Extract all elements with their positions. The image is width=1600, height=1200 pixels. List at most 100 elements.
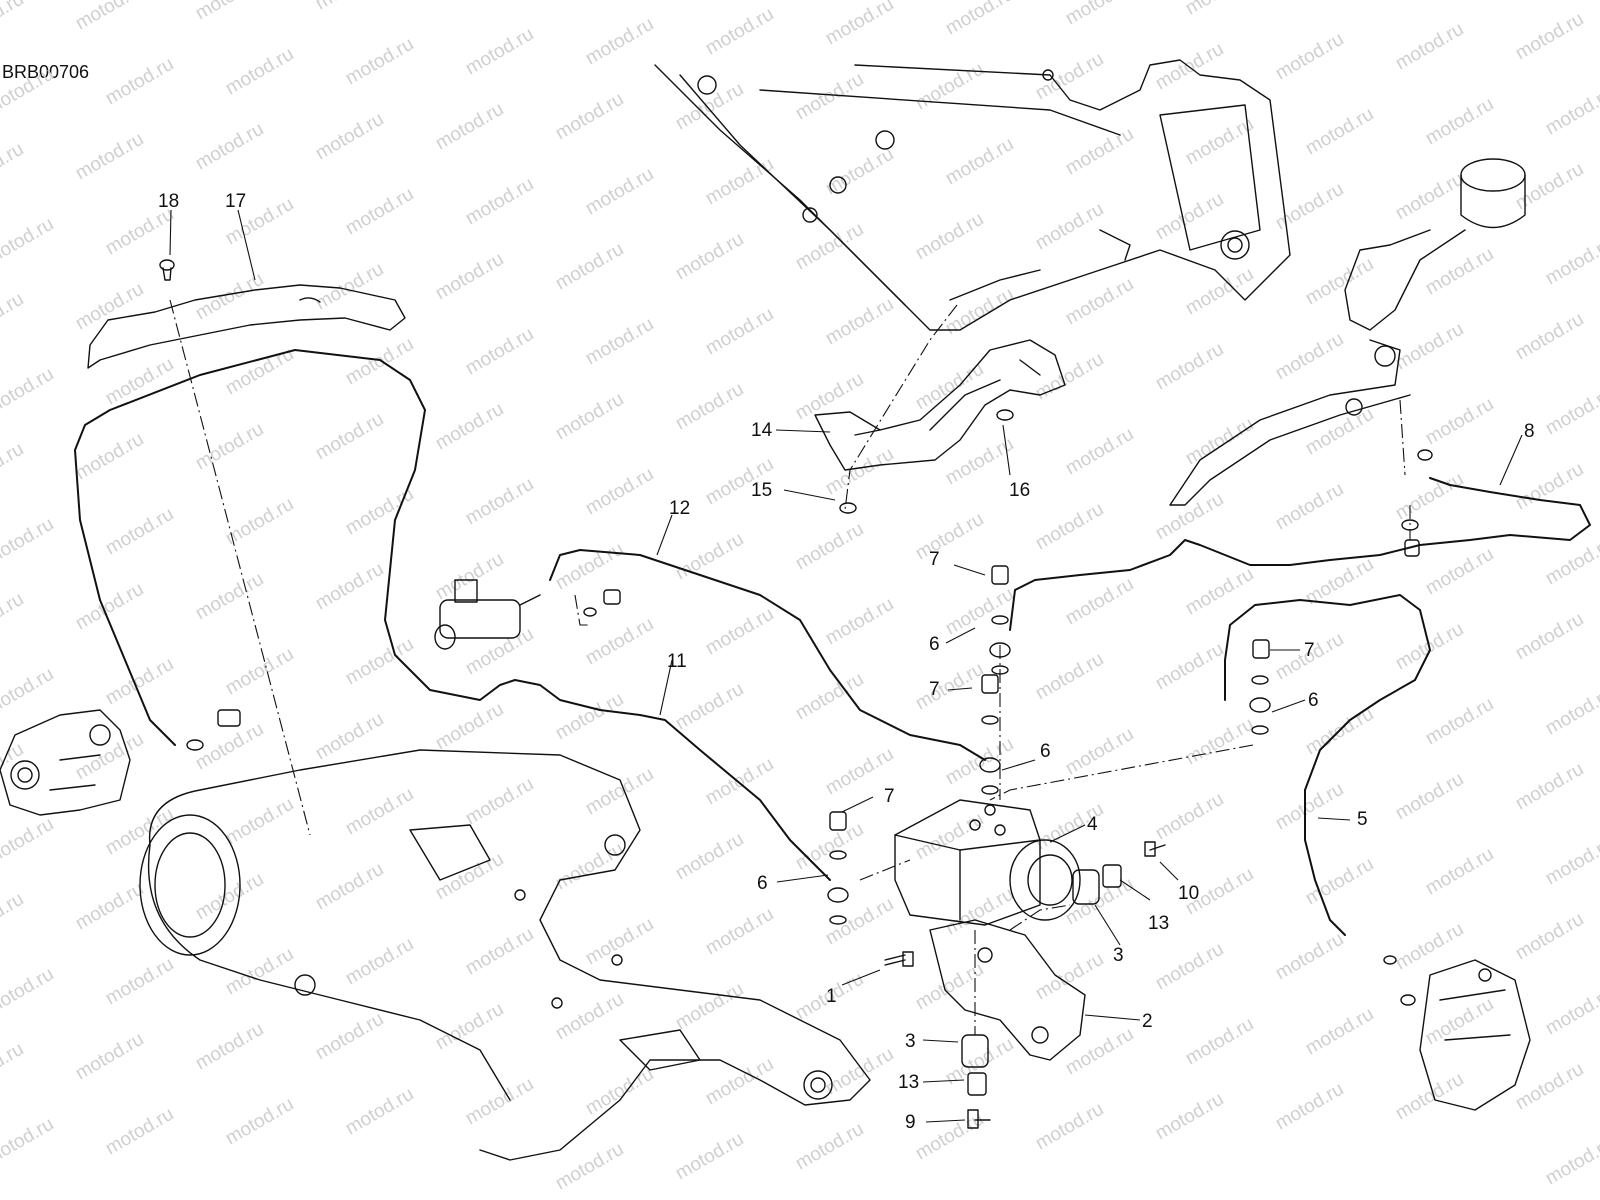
- callout-17: 17: [225, 191, 246, 212]
- watermark-text: motod.ru: [1542, 384, 1600, 440]
- abs-bracket-2: [929, 919, 1086, 1061]
- watermark-text: motod.ru: [1272, 1079, 1347, 1135]
- watermark-text: motod.ru: [1062, 424, 1137, 480]
- callout-labels: 18 17 14 15 16 8 12 11 7 6 7 6 7 6 7 6 4…: [158, 191, 1535, 1133]
- watermark-text: motod.ru: [1182, 714, 1257, 770]
- watermark-text: motod.ru: [1062, 1024, 1137, 1080]
- watermark-text: motod.ru: [192, 269, 267, 325]
- watermark-text: motod.ru: [312, 1009, 387, 1065]
- watermark-text: motod.ru: [102, 204, 177, 260]
- brake-hoses: [74, 349, 1591, 936]
- watermark-text: motod.ru: [582, 614, 657, 670]
- callout-3-right: 3: [1113, 945, 1124, 966]
- watermark-text: motod.ru: [582, 164, 657, 220]
- watermark-text: motod.ru: [552, 89, 627, 145]
- watermark-text: motod.ru: [192, 0, 267, 24]
- callout-5: 5: [1357, 809, 1368, 830]
- watermark-text: motod.ru: [582, 14, 657, 70]
- watermark-text: motod.ru: [792, 519, 867, 575]
- watermark-text: motod.ru: [1182, 0, 1257, 19]
- callout-1: 1: [826, 986, 837, 1007]
- watermark-text: motod.ru: [672, 379, 747, 435]
- callout-4: 4: [1087, 814, 1098, 835]
- watermark-text: motod.ru: [552, 989, 627, 1045]
- callout-13-right: 13: [1148, 913, 1169, 934]
- watermark-text: motod.ru: [822, 0, 897, 49]
- watermark-text: motod.ru: [582, 914, 657, 970]
- watermark-text: motod.ru: [0, 589, 27, 645]
- abs-bracket-14: [814, 339, 1066, 471]
- watermark-text: motod.ru: [342, 1084, 417, 1140]
- callout-6-middle: 6: [1040, 741, 1051, 762]
- watermark-text: motod.ru: [342, 934, 417, 990]
- watermark-text: motod.ru: [72, 429, 147, 485]
- watermark-text: motod.ru: [1512, 609, 1587, 665]
- watermark-text: motod.ru: [942, 884, 1017, 940]
- watermark-text: motod.ru: [1422, 544, 1497, 600]
- rear-caliper: [0, 709, 131, 816]
- watermark-text: motod.ru: [1542, 234, 1600, 290]
- watermark-text: motod.ru: [1062, 0, 1137, 29]
- watermark-text: motod.ru: [1032, 649, 1107, 705]
- watermark-text: motod.ru: [672, 229, 747, 285]
- callout-13-bottom: 13: [898, 1072, 919, 1093]
- watermark-text: motod.ru: [342, 184, 417, 240]
- swingarm: [139, 749, 871, 1161]
- watermark-text: motod.ru: [1512, 159, 1587, 215]
- watermark-text: motod.ru: [1542, 1134, 1600, 1190]
- watermark-text: motod.ru: [102, 654, 177, 710]
- watermark-text: motod.ru: [552, 839, 627, 895]
- watermark-text: motod.ru: [1182, 264, 1257, 320]
- watermark-text: motod.ru: [1032, 949, 1107, 1005]
- watermark-text: motod.ru: [462, 174, 537, 230]
- callout-16: 16: [1009, 480, 1030, 501]
- watermark-text: motod.ru: [702, 154, 777, 210]
- watermark-text: motod.ru: [0, 214, 57, 270]
- callout-12: 12: [669, 498, 690, 519]
- watermark-text: motod.ru: [912, 659, 987, 715]
- watermark-text: motod.ru: [822, 894, 897, 950]
- watermark-text: motod.ru: [222, 644, 297, 700]
- watermark-text: motod.ru: [672, 1129, 747, 1185]
- watermark-text: motod.ru: [432, 99, 507, 155]
- watermark-text: motod.ru: [1512, 309, 1587, 365]
- hardware: [186, 409, 1433, 1129]
- watermark-text: motod.ru: [1422, 994, 1497, 1050]
- watermark-text: motod.ru: [342, 634, 417, 690]
- watermark-text: motod.ru: [1272, 779, 1347, 835]
- callout-9: 9: [905, 1112, 916, 1133]
- diagram-code: BRB00706: [2, 62, 90, 82]
- watermark-text: motod.ru: [702, 4, 777, 60]
- watermark-text: motod.ru: [792, 1119, 867, 1175]
- watermark-text: motod.ru: [1422, 694, 1497, 750]
- watermark-text: motod.ru: [672, 529, 747, 585]
- watermark-text: motod.ru: [1032, 349, 1107, 405]
- watermark-text: motod.ru: [1032, 499, 1107, 555]
- watermark-text: motod.ru: [552, 239, 627, 295]
- watermark-text: motod.ru: [1512, 909, 1587, 965]
- watermark-text: motod.ru: [1302, 104, 1377, 160]
- watermark-text: motod.ru: [912, 509, 987, 565]
- watermark-text: motod.ru: [462, 24, 537, 80]
- watermark-text: motod.ru: [822, 444, 897, 500]
- callout-7-right: 7: [1304, 640, 1315, 661]
- watermark-text: motod.ru: [0, 889, 27, 945]
- watermark-text: motod.ru: [822, 594, 897, 650]
- watermark-text: motod.ru: [1542, 684, 1600, 740]
- watermark-text: motod.ru: [582, 314, 657, 370]
- watermark-text: motod.ru: [1392, 1069, 1467, 1125]
- watermark-text: motod.ru: [1542, 834, 1600, 890]
- watermark-text: motod.ru: [1542, 84, 1600, 140]
- watermark-text: motod.ru: [432, 549, 507, 605]
- watermark-text: motod.ru: [1152, 1089, 1227, 1145]
- watermark-text: motod.ru: [0, 64, 57, 120]
- watermark-text: motod.ru: [342, 784, 417, 840]
- watermark-text: motod.ru: [462, 474, 537, 530]
- watermark-text: motod.ru: [342, 34, 417, 90]
- watermark-text: motod.ru: [0, 514, 57, 570]
- watermark-text: motod.ru: [1272, 29, 1347, 85]
- screw-18: [159, 259, 175, 281]
- watermark-text: motod.ru: [0, 814, 57, 870]
- watermark-text: motod.ru: [1422, 244, 1497, 300]
- watermark-text: motod.ru: [1302, 404, 1377, 460]
